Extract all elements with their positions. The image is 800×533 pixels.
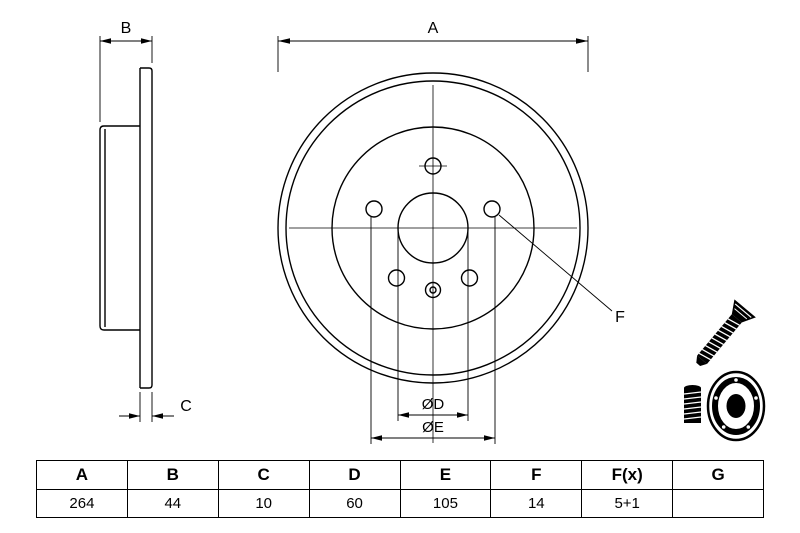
value-cell-b: 44 <box>126 489 219 518</box>
screw-icon <box>696 299 756 366</box>
bolt-hole <box>483 200 501 218</box>
technical-drawing: B A C ØD ØE F <box>99 20 766 444</box>
bolt-hole <box>460 269 479 287</box>
value-cell-e: 105 <box>399 489 492 518</box>
plate-outline <box>140 67 153 389</box>
center-lines <box>289 85 577 443</box>
dim-label-b: B <box>121 20 132 37</box>
bolt-hole <box>387 269 406 287</box>
sleeve-part <box>683 385 702 423</box>
outer-diameter-circle <box>277 72 589 384</box>
dim-c <box>119 392 174 422</box>
dimension-lines <box>99 36 613 444</box>
pilot-hole-outer <box>424 281 442 299</box>
bolt-hole <box>424 157 442 175</box>
dim-label-f: F <box>615 309 625 326</box>
value-cell-d: 60 <box>308 489 401 518</box>
dim-label-c: C <box>180 398 192 415</box>
outer-chamfer-circle <box>285 80 581 376</box>
header-cell-g: G <box>672 460 764 490</box>
header-cell-a: A <box>36 460 128 490</box>
hub-bore-circle <box>397 192 469 264</box>
dim-label-a: A <box>428 20 439 37</box>
dim-label-d: ØD <box>422 396 445 413</box>
header-cell-e: E <box>399 460 492 490</box>
value-cell-c: 10 <box>217 489 310 518</box>
pilot-hole-inner <box>429 286 437 294</box>
header-cell-fx: F(x) <box>581 460 674 490</box>
table-value-row: 264 44 10 60 105 14 5+1 <box>36 489 764 518</box>
header-cell-d: D <box>308 460 401 490</box>
brake-disc-icon <box>683 370 766 442</box>
disc-part <box>706 370 766 442</box>
bolt-hole <box>365 200 383 218</box>
dim-a <box>277 36 589 72</box>
dimension-table: A B C D E F F(x) G 264 44 10 60 105 14 5… <box>36 460 764 518</box>
friction-band-inner-circle <box>331 126 535 330</box>
value-cell-a: 264 <box>36 489 128 518</box>
value-cell-fx: 5+1 <box>581 489 674 518</box>
header-cell-c: C <box>217 460 310 490</box>
dimension-labels: B A C ØD ØE F <box>121 20 625 436</box>
hat-outline <box>99 125 140 331</box>
value-cell-g <box>672 489 764 518</box>
table-header-row: A B C D E F F(x) G <box>36 460 764 490</box>
header-cell-f: F <box>490 460 583 490</box>
screw-thread-lines <box>698 318 740 361</box>
header-cell-b: B <box>126 460 219 490</box>
value-cell-f: 14 <box>490 489 583 518</box>
side-view <box>99 67 153 389</box>
dim-b <box>99 36 153 122</box>
front-view <box>277 72 589 384</box>
dim-label-e: ØE <box>422 419 444 436</box>
f-leader-line <box>498 214 613 312</box>
